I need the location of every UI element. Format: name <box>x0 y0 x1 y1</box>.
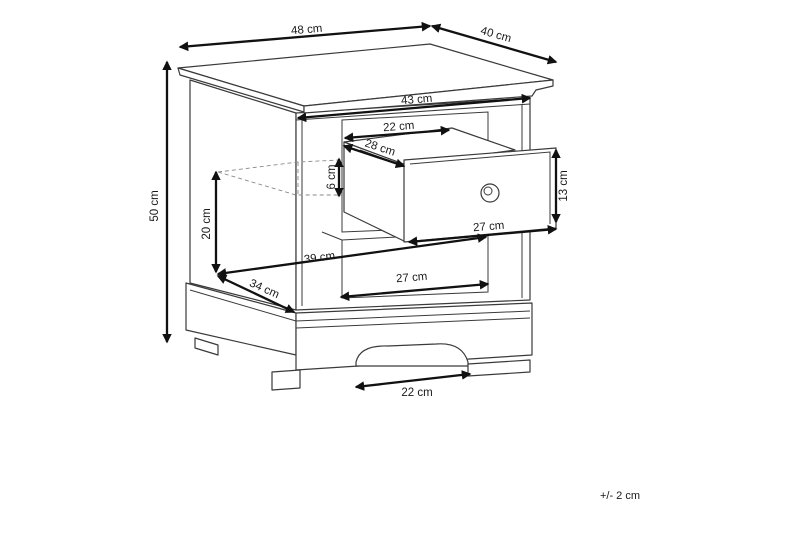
arrow-shelf-diag <box>216 233 488 278</box>
arrow-inner-width <box>296 93 532 123</box>
label-front-width: 27 cm <box>473 220 505 235</box>
label-shelf-height: 20 cm <box>201 208 213 239</box>
tolerance-note: +/- 2 cm <box>600 490 640 502</box>
arrow-depth-top <box>430 23 558 65</box>
dimension-arrows <box>162 21 561 391</box>
label-shelf-width: 27 cm <box>396 271 428 286</box>
label-shelf-diag: 39 cm <box>303 250 336 266</box>
arrow-base-depth <box>216 274 296 314</box>
arrow-shelf-width <box>339 279 490 302</box>
label-front-height: 13 cm <box>558 170 570 201</box>
label-cutout-width: 22 cm <box>401 387 432 399</box>
side-panel <box>189 79 297 311</box>
arrow-width-top <box>178 21 432 52</box>
label-inner-width: 43 cm <box>401 93 433 108</box>
foot-front <box>271 369 301 391</box>
label-width-top: 48 cm <box>291 23 323 38</box>
drawer-knob-icon <box>480 183 500 203</box>
arrow-drawer-width <box>343 125 451 143</box>
label-drawer-width: 22 cm <box>383 120 415 134</box>
arrow-drawer-depth <box>342 144 406 168</box>
foot-left <box>194 337 219 356</box>
label-drawer-height: 6 cm <box>326 165 338 190</box>
base-cutout <box>355 343 469 367</box>
foot-right <box>467 359 531 377</box>
nightstand-illustration <box>177 43 557 391</box>
label-height-total: 50 cm <box>149 190 161 221</box>
arrow-cutout-width <box>354 370 472 391</box>
